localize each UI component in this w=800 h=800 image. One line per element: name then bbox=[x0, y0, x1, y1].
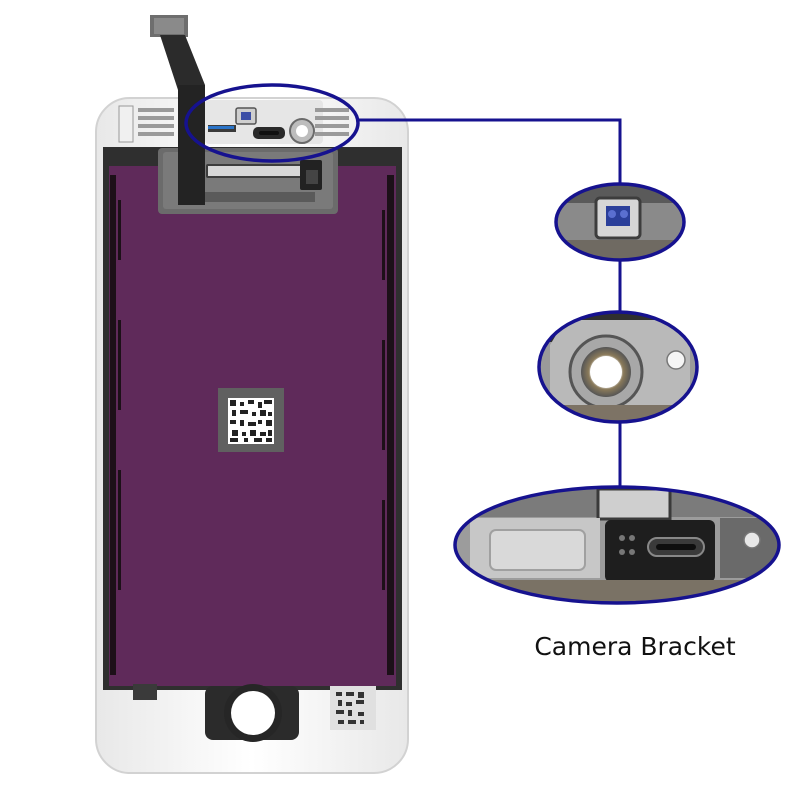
lcd-screen-assembly bbox=[95, 15, 409, 774]
zoom-detail-camera-lens bbox=[537, 310, 699, 424]
qr-code-label bbox=[218, 388, 284, 452]
top-bracket-area bbox=[205, 100, 323, 190]
zoom-detail-earpiece bbox=[453, 485, 781, 605]
left-label-markings bbox=[118, 105, 349, 143]
callout-connector-lines bbox=[358, 118, 622, 487]
bottom-home-area bbox=[133, 684, 376, 742]
flex-cable bbox=[150, 15, 205, 205]
adhesive-edge-marks bbox=[110, 175, 394, 675]
callout-highlight-ellipse bbox=[184, 83, 360, 163]
zoom-detail-sensor bbox=[554, 182, 686, 262]
home-button-hole bbox=[231, 691, 275, 735]
camera-bracket-caption: Camera Bracket bbox=[534, 632, 736, 661]
